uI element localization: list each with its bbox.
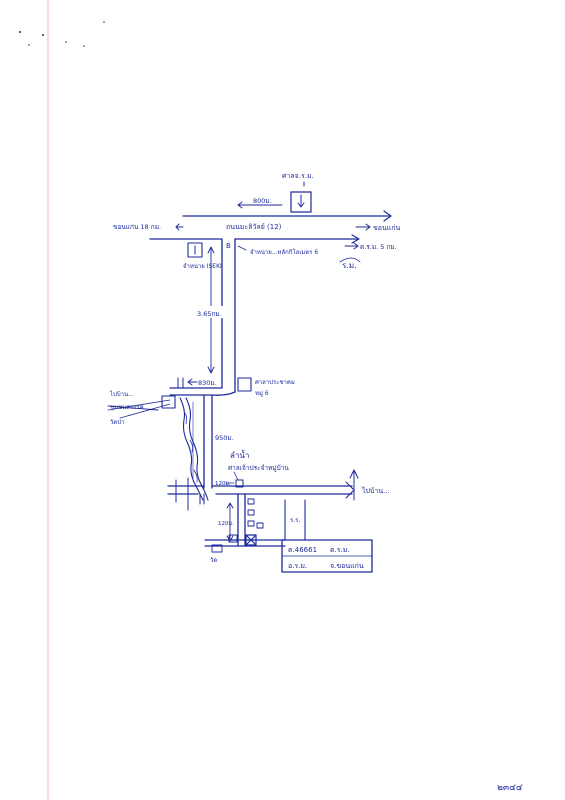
label-main-road-name: ถนนมะลิวัลย์ (12): [226, 223, 282, 231]
plot-x-box: [245, 534, 257, 546]
label-dist-120a: 120ม.: [215, 481, 231, 487]
label-dist-120b: 120ม.: [218, 521, 234, 527]
shrine-box: [235, 479, 244, 488]
label-page-mark: ๒๓๔๔: [497, 783, 523, 793]
label-shop-right: จำหน่าย...หลักกิโลเมตร 6: [250, 248, 318, 256]
label-dist-cross: 830ม.: [198, 379, 217, 387]
label-left-note-1: ไปบ้าน...: [109, 390, 134, 398]
label-temple: วัด: [210, 557, 217, 564]
shop-left-box: [187, 242, 203, 258]
stream: [179, 397, 204, 501]
label-dist-top: 800ม.: [253, 197, 272, 205]
label-dist-vertical: 3.65กม.: [197, 310, 222, 318]
label-shop-left: จำหน่าย ISEKI: [183, 263, 222, 270]
label-parcel-line-1b: ต.ร.ม.: [330, 546, 350, 554]
plot-x-mark: [246, 535, 256, 545]
cross-road-bottom: [169, 391, 236, 396]
label-parcel-line-2b: จ.ขอนแก่น: [330, 562, 364, 570]
paper-specks: [19, 21, 105, 47]
label-to-right: ไปบ้าน...: [361, 486, 390, 495]
label-top-landmark: ศาลจ.ร.ม.: [282, 172, 314, 180]
label-dist-950: 950ม.: [215, 434, 234, 442]
label-school: ร.ร.: [290, 517, 300, 524]
label-village-2: ศาลเจ้าประจำหมู่บ้าน: [228, 464, 289, 472]
top-landmark-box: [290, 191, 312, 213]
label-landmark-right: ศาลาประชาคม: [255, 379, 295, 386]
left-landmark-box: [161, 395, 176, 409]
label-right-dest: ต.ร.ม. 5 กม.: [360, 243, 397, 251]
label-parcel-line-2a: อ.ร.ม.: [288, 562, 307, 570]
label-parcel-line-1a: ต.46661: [288, 546, 317, 554]
label-left-note-3: วัดป่า: [110, 419, 124, 426]
label-main-road-left: ขอนแก่น 18 กม.: [113, 223, 161, 231]
label-main-road-right: ขอนแก่น: [373, 224, 401, 232]
label-village: ลำน้ำ: [230, 449, 249, 460]
landmark-right-box: [237, 377, 252, 392]
label-right-dest-note: ร.ม.: [342, 261, 357, 270]
label-landmark-right-2: หมู่ 6: [255, 390, 269, 397]
label-junction-b: B: [226, 242, 231, 250]
